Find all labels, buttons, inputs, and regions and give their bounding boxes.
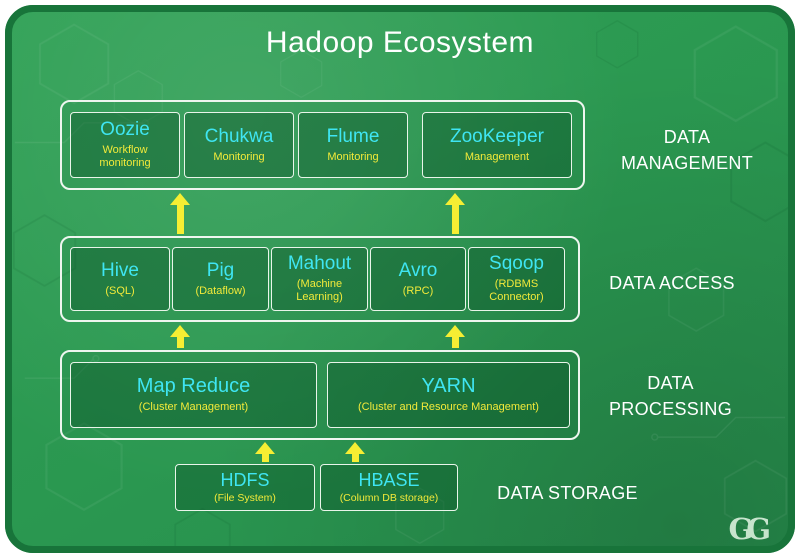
node-title: YARN (421, 375, 476, 398)
layer-data-management: Oozie Workflow monitoring Chukwa Monitor… (60, 100, 585, 190)
arrow-up-processing-to-access-right (445, 325, 465, 348)
node-title: Flume (326, 125, 380, 147)
node-avro: Avro (RPC) (370, 247, 466, 311)
node-subtitle: (Dataflow) (195, 284, 246, 297)
label-data-storage: DATA STORAGE (497, 483, 638, 503)
arrow-up-access-to-management-right (445, 193, 465, 234)
node-sqoop: Sqoop (RDBMS Connector) (468, 247, 565, 311)
node-title: Map Reduce (136, 375, 251, 398)
node-title: Sqoop (489, 252, 544, 274)
hexagon-circuit-pattern (12, 20, 795, 553)
node-subtitle: (RPC) (402, 284, 434, 297)
arrow-up-storage-to-processing-right (345, 442, 365, 462)
layer-data-access: Hive (SQL) Pig (Dataflow) Mahout (Machin… (60, 236, 580, 322)
label-data-access: DATA ACCESS (609, 273, 735, 293)
node-subtitle: Monitoring (213, 150, 265, 163)
arrow-up-storage-to-processing-left (255, 442, 275, 462)
node-subtitle: Monitoring (327, 150, 379, 163)
node-title: Oozie (100, 118, 150, 140)
node-title: ZooKeeper (449, 125, 544, 147)
node-subtitle: (Machine Learning) (296, 277, 343, 304)
arrow-up-access-to-management-left (170, 193, 190, 234)
node-flume: Flume Monitoring (298, 112, 408, 178)
label-data-processing: DATA PROCESSING (608, 373, 733, 420)
node-title: Mahout (287, 252, 352, 274)
node-subtitle: (File System) (214, 492, 276, 505)
layer-data-processing: Map Reduce (Cluster Management) YARN (Cl… (60, 350, 580, 440)
node-hdfs: HDFS (File System) (175, 464, 315, 511)
node-zookeeper: ZooKeeper Management (422, 112, 572, 178)
node-title: Hive (100, 259, 139, 281)
node-subtitle: (Cluster and Resource Management) (358, 401, 539, 414)
node-subtitle: (SQL) (105, 284, 135, 297)
geeksforgeeks-logo: GG (728, 512, 770, 546)
node-chukwa: Chukwa Monitoring (184, 112, 294, 178)
node-oozie: Oozie Workflow monitoring (70, 112, 180, 178)
node-subtitle: Management (464, 150, 530, 163)
node-pig: Pig (Dataflow) (172, 247, 269, 311)
node-subtitle: (RDBMS Connector) (489, 277, 544, 304)
node-title: Avro (398, 259, 438, 281)
green-panel-background (5, 5, 795, 553)
node-title: HBASE (358, 469, 420, 490)
node-hbase: HBASE (Column DB storage) (320, 464, 458, 511)
node-hive: Hive (SQL) (70, 247, 170, 311)
node-subtitle: (Column DB storage) (339, 492, 439, 505)
node-title: HDFS (220, 469, 270, 490)
label-data-management: DATA MANAGEMENT (620, 127, 753, 174)
node-mahout: Mahout (Machine Learning) (271, 247, 368, 311)
node-subtitle: Workflow monitoring (99, 143, 151, 170)
node-title: Pig (206, 259, 235, 281)
node-title: Chukwa (204, 125, 274, 147)
node-map-reduce: Map Reduce (Cluster Management) (70, 362, 317, 428)
node-subtitle: (Cluster Management) (138, 401, 249, 414)
arrow-up-processing-to-access-left (170, 325, 190, 348)
node-yarn: YARN (Cluster and Resource Management) (327, 362, 570, 428)
page-title: Hadoop Ecosystem (265, 26, 535, 59)
